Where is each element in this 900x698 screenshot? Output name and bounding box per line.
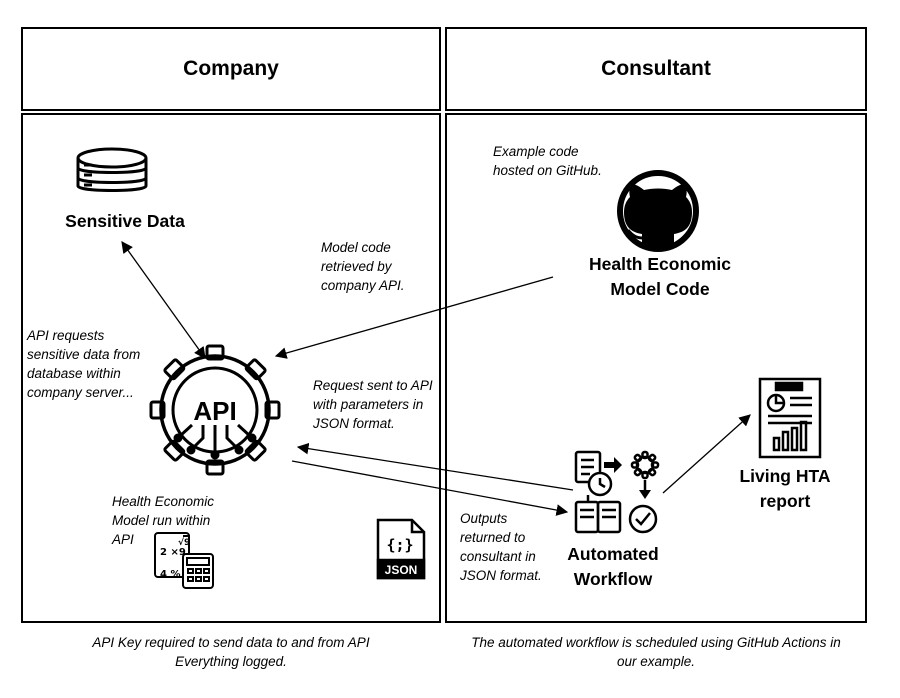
model-code-line-2: Model Code — [610, 279, 710, 299]
note-api-requests-line-4: company server... — [27, 385, 134, 400]
model-code-line-1: Health Economic — [589, 254, 731, 274]
calculator-icon — [154, 532, 214, 589]
automated-workflow-line-2: Workflow — [573, 569, 653, 589]
note-request-sent-line-1: Request sent to API — [313, 378, 433, 393]
note-outputs-returned-line-2: returned to — [460, 530, 526, 545]
note-model-retrieved-line-3: company API. — [321, 278, 405, 293]
note-outputs-returned-line-4: JSON format. — [460, 568, 542, 583]
company-header-label: Company — [183, 57, 279, 80]
arrow-workflow-to-api — [296, 442, 574, 491]
json-braces: {;} — [386, 536, 413, 554]
caption-right-line-1: The automated workflow is scheduled usin… — [471, 635, 841, 650]
caption-right: The automated workflow is scheduled usin… — [445, 633, 867, 671]
living-hta-label: Living HTA report — [720, 464, 850, 514]
gear-tooth — [244, 358, 267, 381]
api-gear-label: API — [193, 396, 236, 426]
note-request-sent-line-3: JSON format. — [313, 416, 395, 431]
json-file-icon — [376, 518, 426, 580]
note-model-run-line-1: Health Economic — [112, 494, 215, 509]
note-outputs-returned: Outputs returned to consultant in JSON f… — [460, 509, 542, 585]
note-example-code-line-1: Example code — [493, 144, 579, 159]
arrow-code-to-api — [274, 276, 554, 359]
note-model-retrieved-line-2: retrieved by — [321, 259, 392, 274]
formula-glyph: 2 ×9 — [160, 547, 186, 558]
consultant-header-label: Consultant — [601, 57, 711, 80]
gear-tooth — [244, 439, 267, 462]
note-model-run-line-3: API — [112, 532, 134, 547]
workflow-icon — [574, 450, 660, 534]
json-label: JSON — [385, 563, 418, 577]
living-hta-line-1: Living HTA — [739, 466, 831, 486]
note-model-retrieved-line-1: Model code — [321, 240, 391, 255]
api-gear-icon — [149, 344, 281, 476]
gear-tooth — [163, 358, 186, 381]
note-example-code: Example code hosted on GitHub. — [493, 142, 602, 180]
note-api-requests-line-1: API requests — [27, 328, 105, 343]
caption-left: API Key required to send data to and fro… — [21, 633, 441, 671]
database-icon — [76, 147, 148, 192]
model-code-label: Health Economic Model Code — [570, 252, 750, 302]
caption-left-line-1: API Key required to send data to and fro… — [92, 635, 370, 650]
note-api-requests-line-2: sensitive data from — [27, 347, 141, 362]
note-request-sent: Request sent to API with parameters in J… — [313, 376, 433, 433]
note-api-requests-line-3: database within — [27, 366, 121, 381]
note-outputs-returned-line-1: Outputs — [460, 511, 508, 526]
automated-workflow-line-1: Automated — [567, 544, 659, 564]
company-panel — [21, 113, 441, 623]
sensitive-data-label: Sensitive Data — [65, 211, 185, 231]
arrow-api-to-workflow — [291, 460, 569, 516]
arrow-data-to-api — [121, 241, 206, 359]
formula-glyph-2: 4 % — [160, 569, 180, 580]
caption-left-line-2: Everything logged. — [175, 654, 287, 669]
sqrt-glyph: √9 — [178, 537, 190, 548]
arrow-workflow-to-report — [662, 414, 751, 494]
automated-workflow-label: Automated Workflow — [548, 542, 678, 592]
note-model-retrieved: Model code retrieved by company API. — [321, 238, 405, 295]
report-icon — [758, 377, 822, 459]
note-request-sent-line-2: with parameters in — [313, 397, 424, 412]
note-model-run: Health Economic Model run within API — [112, 492, 214, 549]
note-api-requests: API requests sensitive data from databas… — [27, 326, 140, 402]
gear-tooth — [163, 439, 186, 462]
caption-right-line-2: our example. — [616, 654, 696, 669]
living-hta-line-2: report — [759, 491, 811, 511]
github-icon — [617, 170, 699, 252]
company-header: Company — [21, 27, 441, 111]
note-outputs-returned-line-3: consultant in — [460, 549, 536, 564]
consultant-header: Consultant — [445, 27, 867, 111]
note-model-run-line-2: Model run within — [112, 513, 211, 528]
note-example-code-line-2: hosted on GitHub. — [493, 163, 602, 178]
